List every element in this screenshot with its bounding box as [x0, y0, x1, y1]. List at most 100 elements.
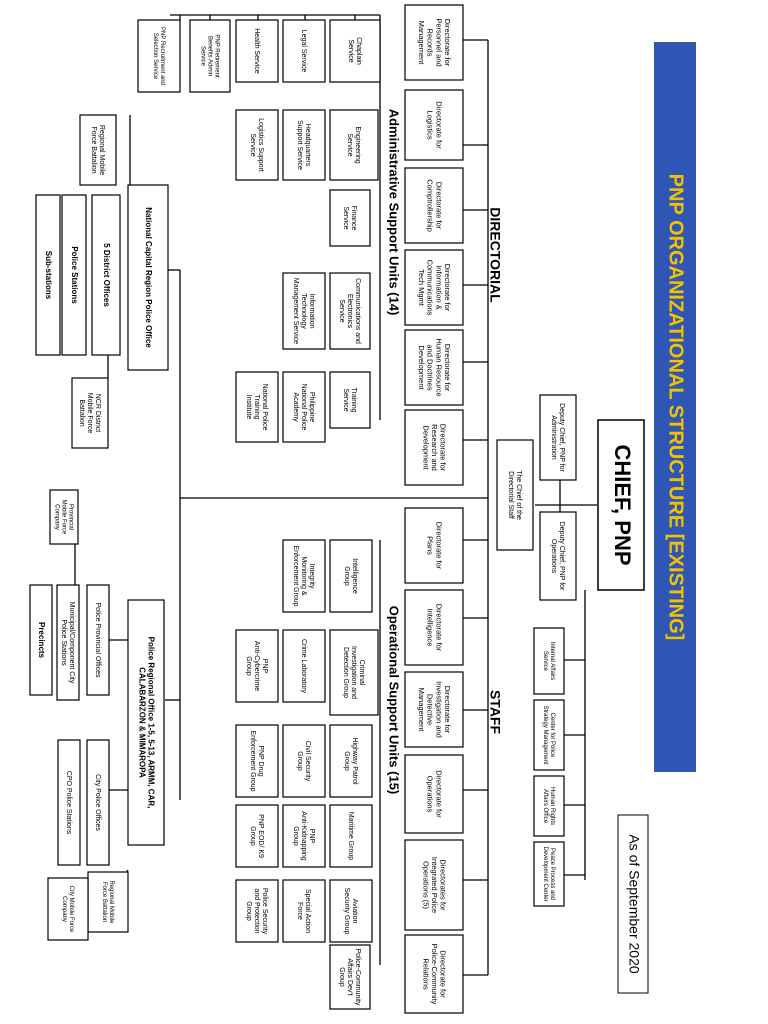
ncr-substations-frame	[35, 194, 61, 356]
engineering-service-label: EngineeringService	[346, 126, 361, 163]
directorate-admin-5-frame	[404, 409, 464, 486]
ncr-district-mfb-frame	[71, 377, 109, 449]
section-directorial: DIRECTORIAL	[487, 207, 503, 303]
section-admin-units: Administrative Support Units (14)	[387, 109, 402, 316]
regional-rmfb-frame	[87, 871, 129, 933]
intelligence-group-label: IntelligenceGroup	[343, 558, 358, 594]
directorate-admin-4-frame	[404, 329, 464, 406]
security-protection-group-label: Police Securityand ProtectionGroup	[245, 888, 268, 935]
chaplain-service-frame	[329, 19, 381, 83]
drug-enforcement-group: PNP DrugEnforcement Group	[235, 724, 279, 798]
special-action-force: Special ActionForce	[282, 879, 326, 943]
precincts-label: Precincts	[37, 622, 46, 659]
training-service-frame	[329, 371, 371, 429]
ncr-district-mfb: NCR DistrictMobile ForceBattalion	[71, 377, 109, 449]
human-rights-affairs-office-label: Human RightsAffairs Office	[542, 787, 555, 825]
pnp-academy-label: PhilippineNational PoliceAcademy	[292, 384, 315, 431]
internal-affairs-service: Internal AffairsService	[533, 627, 565, 695]
chief-box	[597, 419, 645, 591]
police-regional-offices-label: Police Regional Office 1-5, 5-13, ARMM, …	[137, 637, 155, 809]
health-service-label: Health Service	[253, 28, 260, 74]
retirement-benefits-service: PNP RetirementBenefits AdminService	[189, 19, 231, 93]
headquarters-support-service-frame	[282, 109, 326, 181]
pcadg-label: Police-CommunityAffairs Dev'tGroup	[338, 949, 361, 1006]
municipal-police-stations: Municipal/Component CityPolice Stations	[56, 584, 80, 701]
center-police-strategy-mgmt: Center for PoliceStrategy Management	[533, 699, 565, 771]
provincial-mobile-force-company-label: ProvincialMobile ForceCompany	[54, 500, 74, 535]
ncr-substations-label: Sub-stations	[44, 251, 53, 300]
regional-rmfb: Regional MobileForce Battalion	[87, 871, 129, 933]
legal-service: Legal Service	[282, 19, 326, 83]
maritime-group-frame	[329, 804, 373, 868]
recruitment-selection-service-frame	[137, 19, 181, 93]
chart-title: PNP ORGANIZATIONAL STRUCTURE [EXISTING]	[665, 174, 687, 641]
provincial-offices: Police Provincial Offices	[86, 584, 110, 696]
directorate-admin-1-frame	[404, 89, 464, 161]
civil-security-group-label: Civil SecurityGroup	[296, 741, 311, 782]
security-protection-group-frame	[235, 879, 279, 943]
deputy-chief-ops: Deputy Chief, PNP forOperations	[539, 511, 577, 601]
city-police-offices: City Police Offices	[86, 739, 110, 866]
directorate-admin-2: Directorate forComptrollership	[404, 167, 464, 244]
municipal-police-stations-label: Municipal/Component CityPolice Stations	[60, 602, 75, 684]
directorate-ops-5-label: Directorate forPolice-CommunityRelations	[421, 944, 447, 1005]
engineering-service-frame	[329, 109, 379, 181]
directorate-ops-0-frame	[404, 507, 464, 584]
ncr-rmfb: Regional MobileForce Battalion	[79, 114, 117, 186]
directorate-ops-1-label: Directorate forIntelligence	[426, 604, 444, 652]
directorate-admin-2-frame	[404, 167, 464, 244]
peace-process-dev-center-label: Peace Process andDevelopment Center	[542, 846, 555, 901]
cidg-label: CriminalInvestigation andDetection Group	[342, 646, 365, 699]
aviation-security-group-frame	[329, 879, 373, 943]
eod-k9-group-label: PNP EOD/ K9Group	[249, 814, 264, 858]
maritime-group-label: Maritime Group	[347, 812, 354, 860]
internal-affairs-service-label: Internal AffairsService	[542, 642, 555, 680]
deputy-chief-ops-frame	[539, 511, 577, 601]
ncr-district-offices: 5 District Offices	[91, 194, 121, 356]
integrity-monitoring-group: IntegrityMonitoring &Enforcement Group	[282, 539, 326, 613]
as-of-date: As of September 2020	[626, 834, 642, 974]
directorate-admin-2-label: Directorate forComptrollership	[426, 179, 444, 232]
directorate-ops-3-label: Directorate forOperations	[426, 770, 444, 818]
national-police-training-institute: National PoliceTrainingInstitute	[235, 371, 279, 443]
integrity-monitoring-group-frame	[282, 539, 326, 613]
peace-process-dev-center-frame	[533, 841, 565, 907]
pnp-academy-frame	[282, 371, 326, 443]
directorate-ops-0: Directorate forPlans	[404, 507, 464, 584]
section-staff: STAFF	[487, 690, 503, 735]
deputy-chief-admin-label: Deputy Chief, PNP forAdministration	[550, 403, 565, 472]
precincts-frame	[29, 584, 53, 696]
chaplain-service-label: ChaplainService	[347, 37, 362, 65]
health-service-frame	[235, 19, 279, 83]
directorate-ops-5-frame	[404, 934, 464, 1014]
human-rights-affairs-office-frame	[533, 775, 565, 837]
cidg: CriminalInvestigation andDetection Group	[329, 629, 379, 716]
directorate-admin-5-label: Directorate forResearch andDevelopment	[421, 424, 447, 472]
intelligence-group: IntelligenceGroup	[329, 539, 373, 613]
directorate-admin-0-frame	[404, 4, 464, 81]
directorate-ops-2-frame	[404, 671, 464, 748]
directorate-admin-3-frame	[404, 249, 464, 326]
directorate-ops-2: Directorate forInvestigation andDetectiv…	[404, 671, 464, 748]
directorate-ops-0-label: Directorate forPlans	[426, 522, 444, 570]
directorate-ops-3: Directorate forOperations	[404, 754, 464, 834]
ncr-police-stations-frame	[61, 194, 87, 356]
deputy-chief-ops-label: Deputy Chief, PNP forOperations	[550, 522, 565, 591]
chief-of-directorial-staff-frame	[496, 439, 534, 551]
city-police-offices-frame	[86, 739, 110, 866]
ncrpo-office-frame	[127, 184, 169, 371]
ncr-district-mfb-label: NCR DistrictMobile ForceBattalion	[78, 393, 101, 434]
training-service: TrainingService	[329, 371, 371, 429]
anti-cybercrime-group-frame	[235, 629, 279, 703]
anti-cybercrime-group: PNPAnti-CybercrimeGroup	[235, 629, 279, 703]
city-mobile-force-company-label: City Mobile ForceCompany	[61, 886, 74, 933]
finance-service-frame	[329, 189, 371, 247]
aviation-security-group: AviationSecurity Group	[329, 879, 373, 943]
directorate-admin-0: Directorate forPersonnel andRecordsManag…	[404, 4, 464, 81]
security-protection-group: Police Securityand ProtectionGroup	[235, 879, 279, 943]
deputy-chief-admin-frame	[539, 394, 577, 481]
retirement-benefits-service-frame	[189, 19, 231, 93]
recruitment-selection-service-label: PNP Recruitment andSelection Service	[152, 27, 165, 85]
anti-cybercrime-group-label: PNPAnti-CybercrimeGroup	[245, 641, 268, 691]
ncr-district-offices-label: 5 District Offices	[102, 243, 111, 307]
